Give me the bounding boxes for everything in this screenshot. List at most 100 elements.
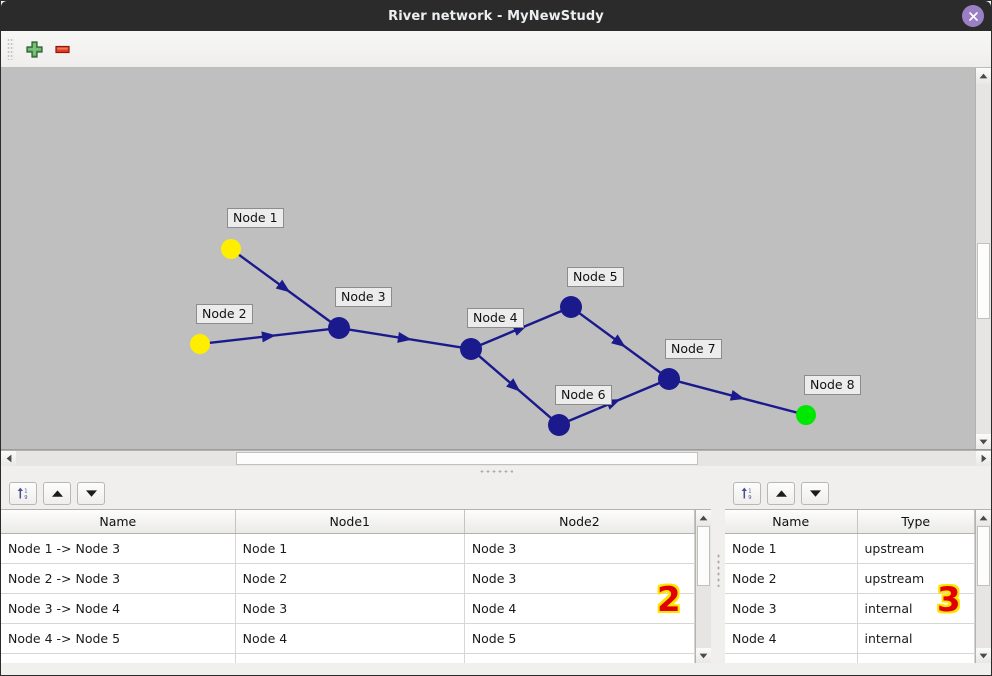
scroll-up-arrow-icon[interactable] [976, 510, 991, 525]
nodes-toolbar: 1 9 [725, 477, 991, 509]
close-icon[interactable] [962, 5, 984, 27]
canvas-vertical-scrollbar[interactable] [975, 68, 991, 449]
column-header-type[interactable]: Type [857, 510, 975, 534]
move-up-button[interactable] [43, 481, 71, 505]
canvas-horizontal-scrollbar[interactable] [1, 450, 991, 466]
table-cell[interactable]: Node 3 -> Node 4 [1, 593, 236, 624]
table-cell[interactable]: Node 4 [464, 593, 695, 624]
scroll-up-arrow-icon[interactable] [696, 510, 711, 525]
graph-node-label-node8[interactable]: Node 8 [804, 375, 861, 396]
table-cell[interactable]: Node 1 -> Node 3 [1, 533, 236, 564]
table-row[interactable] [725, 653, 975, 663]
table-cell[interactable]: upstream [857, 533, 975, 564]
reaches-vscroll-thumb[interactable] [697, 526, 710, 586]
graph-node-node2[interactable] [190, 334, 210, 354]
horizontal-splitter[interactable] [1, 466, 991, 477]
table-cell[interactable]: Node 1 [725, 533, 858, 564]
river-network-canvas[interactable]: Node 1 Node 2 Node 3 Node 4 Node 5 Node 6 Node… [1, 68, 991, 450]
scroll-up-arrow-icon[interactable] [976, 68, 991, 84]
column-header-name[interactable]: Name [1, 510, 236, 534]
scroll-right-arrow-icon[interactable] [976, 451, 991, 466]
vertical-splitter[interactable] [711, 477, 725, 663]
edge-arrow-icon [506, 378, 521, 392]
move-up-button[interactable] [767, 481, 795, 505]
table-cell[interactable]: Node 1 [235, 533, 465, 564]
sort-button[interactable]: 1 9 [733, 481, 761, 505]
graph-node-node1[interactable] [221, 239, 241, 259]
scroll-down-arrow-icon[interactable] [976, 434, 991, 449]
table-cell[interactable]: Node 2 [235, 563, 465, 594]
graph-node-label-node6[interactable]: Node 6 [555, 385, 612, 406]
move-down-button[interactable] [77, 481, 105, 505]
toolbar-drag-handle[interactable] [7, 38, 14, 60]
scroll-left-arrow-icon[interactable] [1, 451, 16, 466]
graph-node-node7[interactable] [658, 368, 680, 390]
splitter-grip[interactable] [479, 470, 513, 473]
move-down-button[interactable] [801, 481, 829, 505]
nodes-vertical-scrollbar[interactable] [975, 510, 991, 663]
graph-node-label-node1[interactable]: Node 1 [227, 208, 284, 229]
scroll-down-arrow-icon[interactable] [976, 648, 991, 663]
scroll-down-arrow-icon[interactable] [696, 648, 711, 663]
sort-button[interactable]: 1 9 [9, 481, 37, 505]
edge-arrow-icon [611, 334, 626, 348]
svg-text:9: 9 [748, 495, 751, 501]
column-header-node1[interactable]: Node1 [235, 510, 465, 534]
column-header-node2[interactable]: Node2 [464, 510, 695, 534]
table-cell[interactable]: Node 4 -> Node 5 [1, 623, 236, 654]
edge-arrow-icon [275, 279, 291, 293]
table-cell[interactable] [1, 653, 236, 663]
table-cell[interactable]: Node 2 -> Node 3 [1, 563, 236, 594]
table-cell[interactable] [857, 653, 975, 663]
graph-node-label-node7[interactable]: Node 7 [665, 339, 722, 360]
table-cell[interactable]: Node 3 [464, 533, 695, 564]
table-cell[interactable]: Node 5 [464, 623, 695, 654]
red-minus-icon [54, 45, 70, 53]
graph-node-node6[interactable] [548, 414, 570, 436]
table-cell[interactable] [464, 653, 695, 663]
graph-node-node5[interactable] [560, 296, 582, 318]
graph-node-node4[interactable] [460, 338, 482, 360]
vscroll-thumb[interactable] [977, 243, 990, 319]
table-cell[interactable]: Node 3 [464, 563, 695, 594]
table-cell[interactable] [235, 653, 465, 663]
hscroll-thumb[interactable] [236, 452, 698, 465]
table-cell[interactable]: Node 4 [235, 623, 465, 654]
table-row[interactable] [1, 653, 695, 663]
table-cell[interactable] [725, 653, 858, 663]
sort-arrows-icon: 1 9 [741, 487, 751, 501]
graph-node-label-node2[interactable]: Node 2 [196, 304, 253, 325]
graph-node-label-node5[interactable]: Node 5 [567, 267, 624, 288]
vsplitter-grip[interactable] [716, 553, 720, 587]
table-cell[interactable]: Node 2 [725, 563, 858, 594]
table-cell[interactable]: Node 4 [725, 623, 858, 654]
table-cell[interactable]: Node 3 [235, 593, 465, 624]
graph-node-label-node4[interactable]: Node 4 [467, 308, 524, 329]
table-cell[interactable]: internal [857, 623, 975, 654]
table-cell[interactable]: internal [857, 593, 975, 624]
graph-node-node8[interactable] [796, 405, 816, 425]
nodes-vscroll-thumb[interactable] [977, 526, 990, 586]
delete-node-button[interactable] [48, 35, 76, 63]
column-header-name[interactable]: Name [725, 510, 858, 534]
table-cell[interactable]: upstream [857, 563, 975, 594]
svg-text:1: 1 [24, 488, 27, 494]
triangle-up-icon [775, 489, 787, 497]
table-cell[interactable]: Node 3 [725, 593, 858, 624]
graph-node-label-node3[interactable]: Node 3 [335, 287, 392, 308]
reaches-vertical-scrollbar[interactable] [695, 510, 711, 663]
graph-node-node3[interactable] [328, 317, 350, 339]
add-node-button[interactable] [20, 35, 48, 63]
